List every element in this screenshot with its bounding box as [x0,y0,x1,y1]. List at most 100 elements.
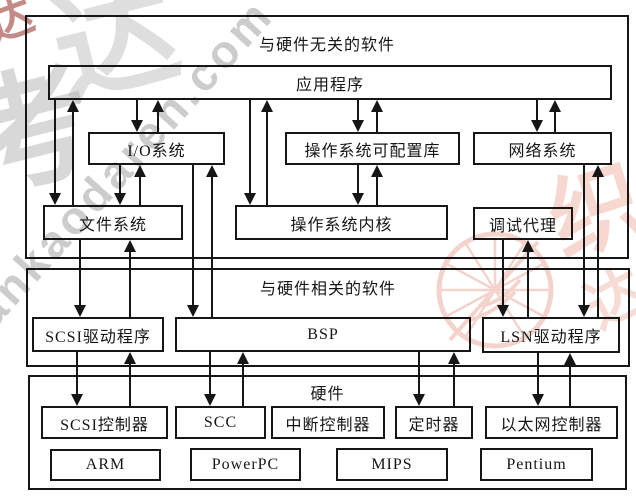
edge-oslib-to-app-arrowhead-icon [371,100,383,112]
section-hw-dependent-software: 与硬件相关的软件 [26,268,630,367]
edge-debug-to-lsn-drv-line [502,240,504,305]
node-scc: SCC [175,406,266,439]
edge-kernel-to-app-arrowhead-icon [261,100,273,112]
edge-bsp-to-scc-arrowhead-icon [204,394,216,406]
edge-bsp-to-io-arrowhead-icon [206,165,218,177]
edge-lsn-drv-to-debug-arrowhead-icon [522,240,534,252]
edge-app-to-kernel-arrowhead-icon [244,193,256,205]
edge-io-to-app-arrowhead-icon [152,100,164,112]
section-title: 硬件 [310,386,345,403]
node-label: SCSI驱动程序 [45,328,151,346]
node-lsn-drv: LSN驱动程序 [482,317,620,353]
edge-fs-to-app-line [72,112,74,205]
edge-eth-ctrl-to-lsn-drv-line [569,365,571,406]
edge-app-to-oslib-line [357,100,359,120]
edge-timer-to-bsp-line [453,364,455,406]
edge-fs-to-app-arrowhead-icon [67,100,79,112]
edge-bsp-to-io-line [211,177,213,317]
edge-io-to-bsp-arrowhead-icon [187,305,199,317]
edge-scsi-drv-to-scsi-ctrl-arrowhead-icon [71,394,83,406]
node-label: PowerPC [211,455,280,473]
node-app: 应用程序 [48,65,612,100]
section-title: 与硬件无关的软件 [258,37,395,54]
section-hw-independent-software: 与硬件无关的软件 [25,15,629,259]
node-label: 应用程序 [295,76,364,94]
edge-net-to-lsn-drv-line [583,165,585,305]
edge-scsi-drv-to-fs-arrowhead-icon [124,240,136,252]
node-bsp: BSP [175,317,471,352]
edge-net-to-lsn-drv-arrowhead-icon [578,305,590,317]
edge-lsn-drv-to-net-line [597,177,599,317]
edge-scsi-ctrl-to-scsi-drv-line [129,364,131,406]
node-mips: MIPS [336,448,448,481]
node-label: SCC [203,413,238,431]
node-scsi-drv: SCSI驱动程序 [32,317,164,352]
node-eth-ctrl: 以太网控制器 [485,406,618,439]
node-label: SCSI控制器 [60,416,149,434]
node-label: Pentium [506,455,567,473]
edge-app-to-kernel-line [249,100,251,193]
edge-app-to-fs-arrowhead-icon [49,193,61,205]
edge-io-to-fs-arrowhead-icon [114,193,126,205]
node-label: 网络系统 [508,142,577,160]
edge-lsn-drv-to-eth-ctrl-arrowhead-icon [532,394,544,406]
section-hardware: 硬件 [28,375,627,490]
edge-app-to-oslib-arrowhead-icon [352,120,364,132]
node-net: 网络系统 [473,132,612,165]
node-label: LSN驱动程序 [500,329,602,346]
edge-lsn-drv-to-debug-line [527,252,529,317]
edge-io-to-app-line [157,112,159,132]
node-powerpc: PowerPC [190,448,301,481]
node-pentium: Pentium [480,448,593,481]
node-label: ARM [85,456,126,473]
node-io: I/O系统 [88,132,225,165]
edge-kernel-to-oslib-arrowhead-icon [371,165,383,177]
edge-app-to-fs-line [54,100,56,193]
edge-timer-to-bsp-arrowhead-icon [448,352,460,364]
node-oslib: 操作系统可配置库 [285,132,460,165]
node-label: BSP [307,325,339,343]
edge-bsp-to-scc-line [209,352,211,394]
edge-fs-to-scsi-drv-arrowhead-icon [74,305,86,317]
edge-scc-to-bsp-arrowhead-icon [237,352,249,364]
edge-net-to-app-arrowhead-icon [549,100,561,112]
edge-oslib-to-kernel-line [357,165,359,193]
edge-oslib-to-app-line [376,112,378,132]
edge-bsp-to-timer-arrowhead-icon [413,394,425,406]
node-label: 文件系统 [78,216,147,234]
edge-app-to-net-line [536,100,538,120]
edge-io-to-fs-line [119,165,121,193]
edge-scsi-drv-to-fs-line [129,252,131,317]
node-label: I/O系统 [127,142,186,160]
edge-kernel-to-oslib-line [376,177,378,205]
edge-net-to-app-line [554,112,556,132]
node-label: 操作系统内核 [290,216,393,234]
edge-fs-to-io-arrowhead-icon [134,165,146,177]
edge-eth-ctrl-to-lsn-drv-arrowhead-icon [564,353,576,365]
node-arm: ARM [50,449,161,481]
edge-bsp-to-timer-line [418,352,420,394]
edge-fs-to-scsi-drv-line [79,240,81,305]
node-debug: 调试代理 [473,207,573,240]
node-label: MIPS [371,455,413,473]
node-label: 以太网控制器 [500,416,603,434]
edge-app-to-net-arrowhead-icon [531,120,543,132]
node-kernel: 操作系统内核 [235,205,448,240]
edge-scsi-ctrl-to-scsi-drv-arrowhead-icon [124,352,136,364]
node-timer: 定时器 [395,406,473,439]
edge-debug-to-lsn-drv-arrowhead-icon [497,305,509,317]
node-label: 中断控制器 [285,416,371,434]
node-fs: 文件系统 [43,205,183,240]
edge-oslib-to-kernel-arrowhead-icon [352,193,364,205]
edge-fs-to-io-line [139,177,141,205]
node-label: 操作系统可配置库 [304,142,441,160]
node-label: 调试代理 [488,217,557,235]
edge-app-to-io-arrowhead-icon [131,120,143,132]
node-int-ctrl: 中断控制器 [271,406,385,439]
edge-kernel-to-app-line [266,112,268,205]
edge-app-to-io-line [136,100,138,120]
edge-lsn-drv-to-net-arrowhead-icon [592,165,604,177]
edge-lsn-drv-to-eth-ctrl-line [537,353,539,394]
node-scsi-ctrl: SCSI控制器 [41,406,168,439]
